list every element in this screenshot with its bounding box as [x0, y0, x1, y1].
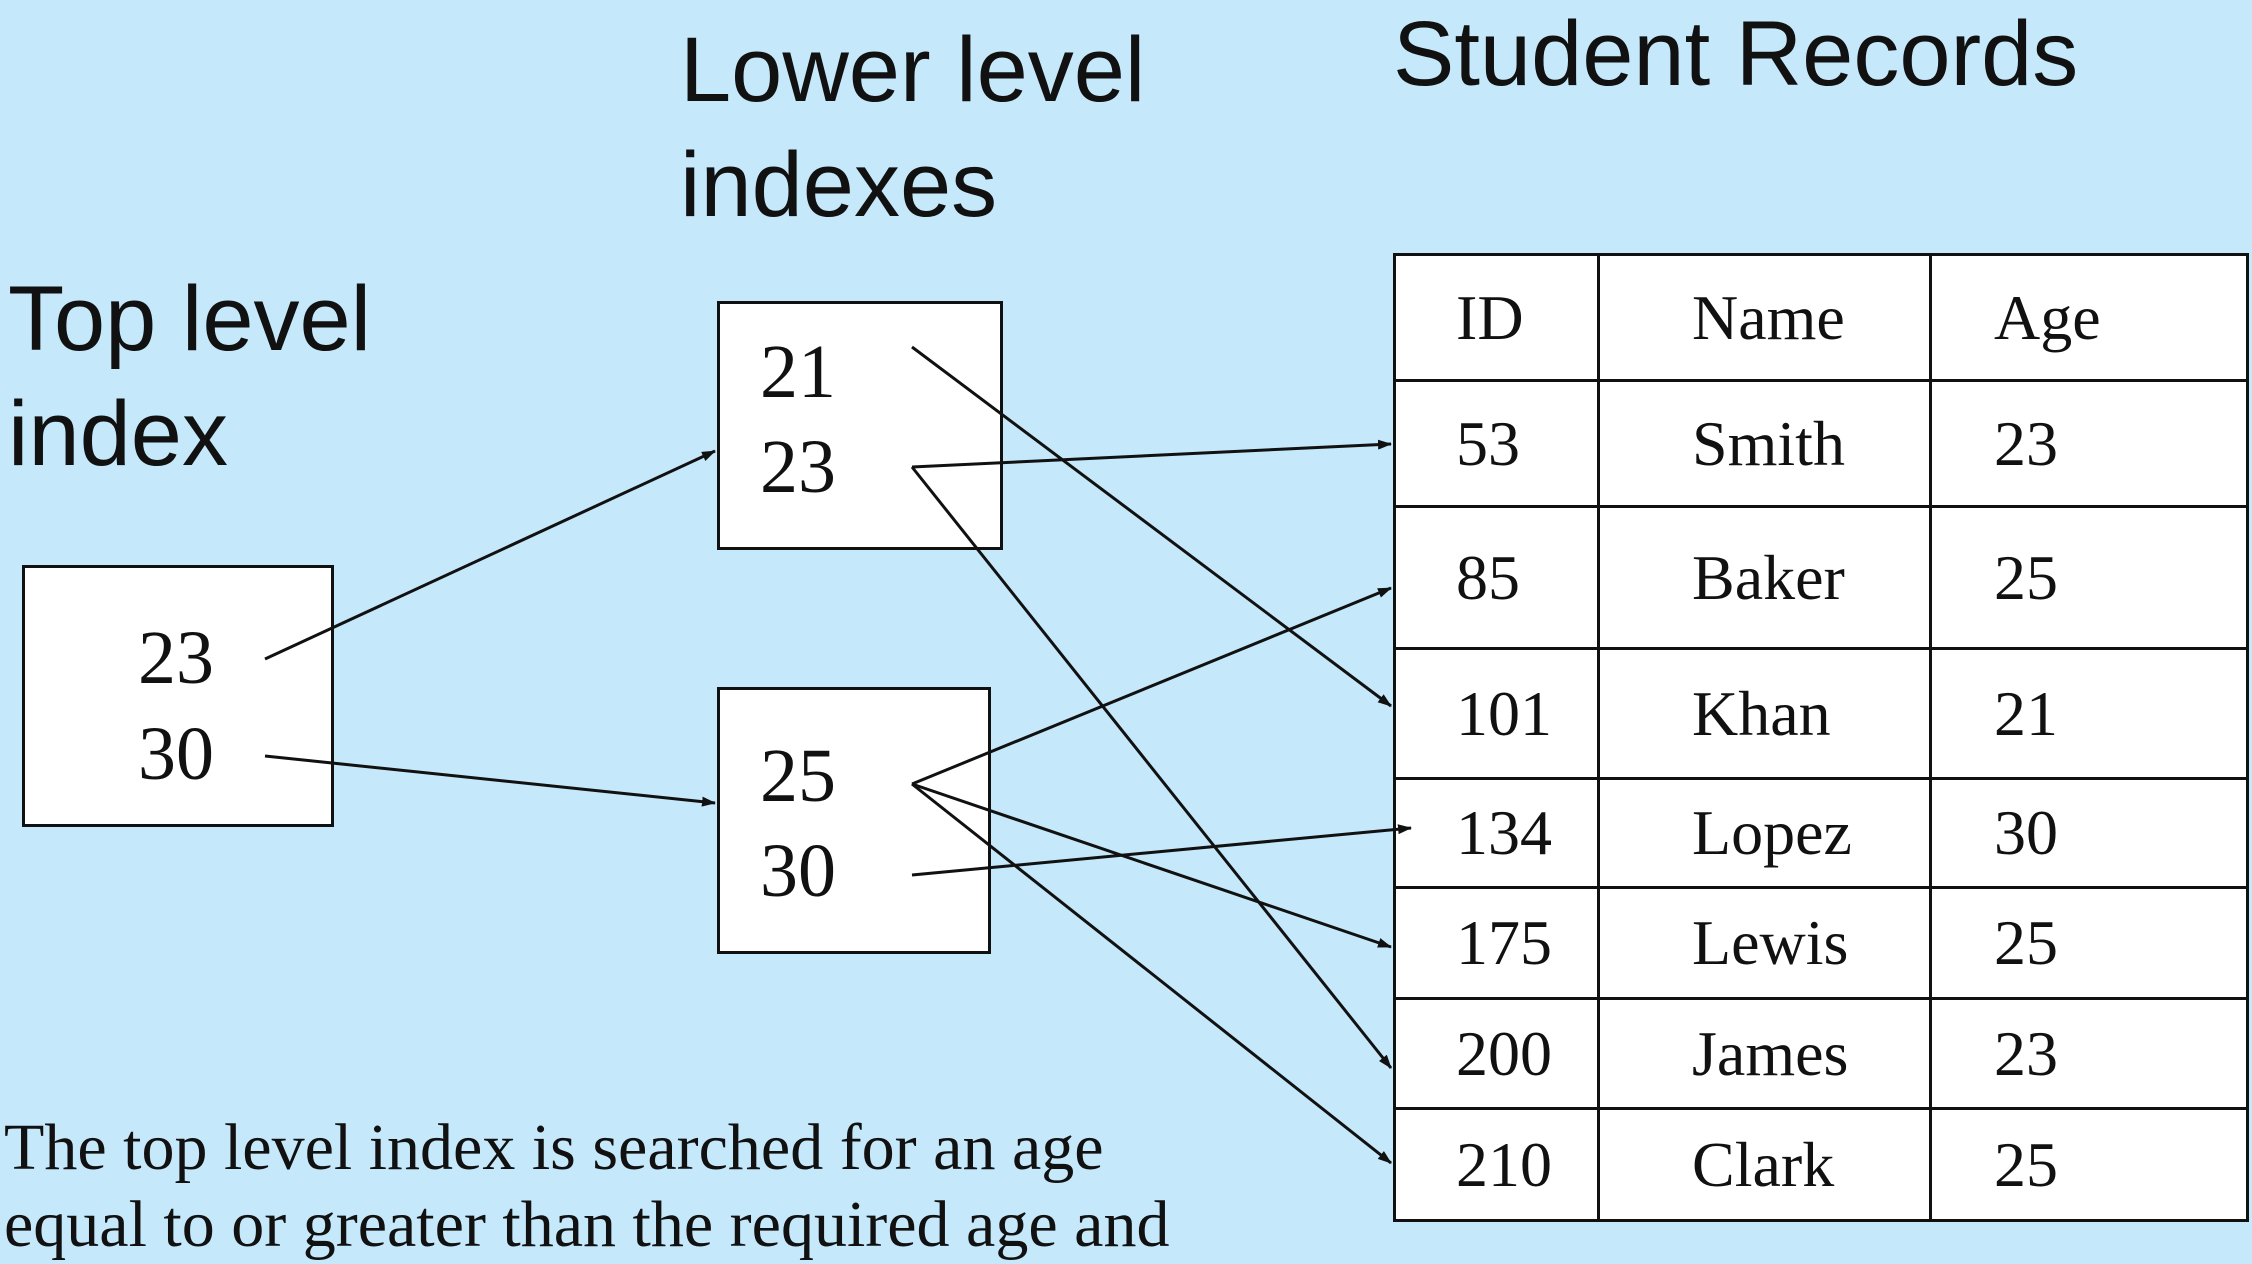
cell-name: Lewis: [1597, 886, 1932, 1000]
arrow-23-to-smith: [911, 439, 1392, 469]
top-index-value-23: 23: [138, 616, 214, 700]
cell-age: 23: [1929, 997, 2249, 1110]
lower-level-indexes-label-line1: Lower level: [680, 19, 1146, 121]
cell-age: 25: [1929, 886, 2249, 1000]
cell-name: Lopez: [1597, 777, 1932, 889]
cell-age: 21: [1929, 647, 2249, 780]
cell-id: 85: [1393, 505, 1600, 650]
cell-age: 25: [1929, 505, 2249, 650]
cell-id: 101: [1393, 647, 1600, 780]
table-row: 210 Clark 25: [1393, 1107, 2249, 1222]
top-level-index-label-line1: Top level: [8, 268, 372, 370]
index-pointer-arrows: [264, 345, 1412, 1165]
lower-level-indexes-label: Lower level indexes: [680, 13, 1145, 243]
cell-age: 25: [1929, 1107, 2249, 1222]
arrow-23-to-james: [910, 466, 1393, 1069]
table-row: 200 James 23: [1393, 997, 2249, 1110]
caption-line-1: The top level index is searched for an a…: [4, 1111, 1104, 1184]
student-records-table: ID Name Age 53 Smith 23 85 Baker 25 101 …: [1393, 253, 2249, 1222]
arrow-25-to-lewis: [911, 782, 1392, 949]
cell-id: 200: [1393, 997, 1600, 1110]
table-row: 101 Khan 21: [1393, 647, 2249, 780]
lower-index-2-value-25: 25: [760, 734, 836, 818]
arrow-21-to-khan: [911, 345, 1392, 708]
cell-age: 30: [1929, 777, 2249, 889]
header-id: ID: [1393, 253, 1600, 382]
cell-id: 175: [1393, 886, 1600, 1000]
lower-level-indexes-label-line2: indexes: [680, 134, 998, 236]
table-row: 53 Smith 23: [1393, 379, 2249, 508]
cell-age: 23: [1929, 379, 2249, 508]
lower-index-1-value-23: 23: [760, 425, 836, 509]
table-row: 175 Lewis 25: [1393, 886, 2249, 1000]
cell-name: Khan: [1597, 647, 1932, 780]
cell-id: 210: [1393, 1107, 1600, 1222]
arrow-top23-to-lower1: [264, 449, 716, 661]
arrow-top30-to-lower2: [264, 754, 716, 807]
lower-index-box-2: 25 30: [717, 687, 991, 954]
table-header-row: ID Name Age: [1393, 253, 2249, 382]
top-level-index-label: Top level index: [8, 262, 371, 492]
header-age: Age: [1929, 253, 2249, 382]
cell-name: James: [1597, 997, 1932, 1110]
cell-name: Clark: [1597, 1107, 1932, 1222]
lower-index-box-1: 21 23: [717, 301, 1003, 550]
arrow-30-to-lopez: [911, 824, 1412, 877]
header-name: Name: [1597, 253, 1932, 382]
cell-id: 53: [1393, 379, 1600, 508]
top-level-index-box: 23 30: [22, 565, 334, 827]
top-index-value-30: 30: [138, 712, 214, 796]
cell-id: 134: [1393, 777, 1600, 889]
lower-index-2-value-30: 30: [760, 829, 836, 913]
cell-name: Smith: [1597, 379, 1932, 508]
arrow-25-to-clark: [911, 782, 1392, 1165]
top-level-index-label-line2: index: [8, 383, 228, 485]
cell-name: Baker: [1597, 505, 1932, 650]
table-row: 134 Lopez 30: [1393, 777, 2249, 889]
arrow-25-to-baker: [911, 586, 1392, 786]
table-row: 85 Baker 25: [1393, 505, 2249, 650]
lower-index-1-value-21: 21: [760, 330, 836, 414]
student-records-title: Student Records: [1393, 3, 2079, 105]
